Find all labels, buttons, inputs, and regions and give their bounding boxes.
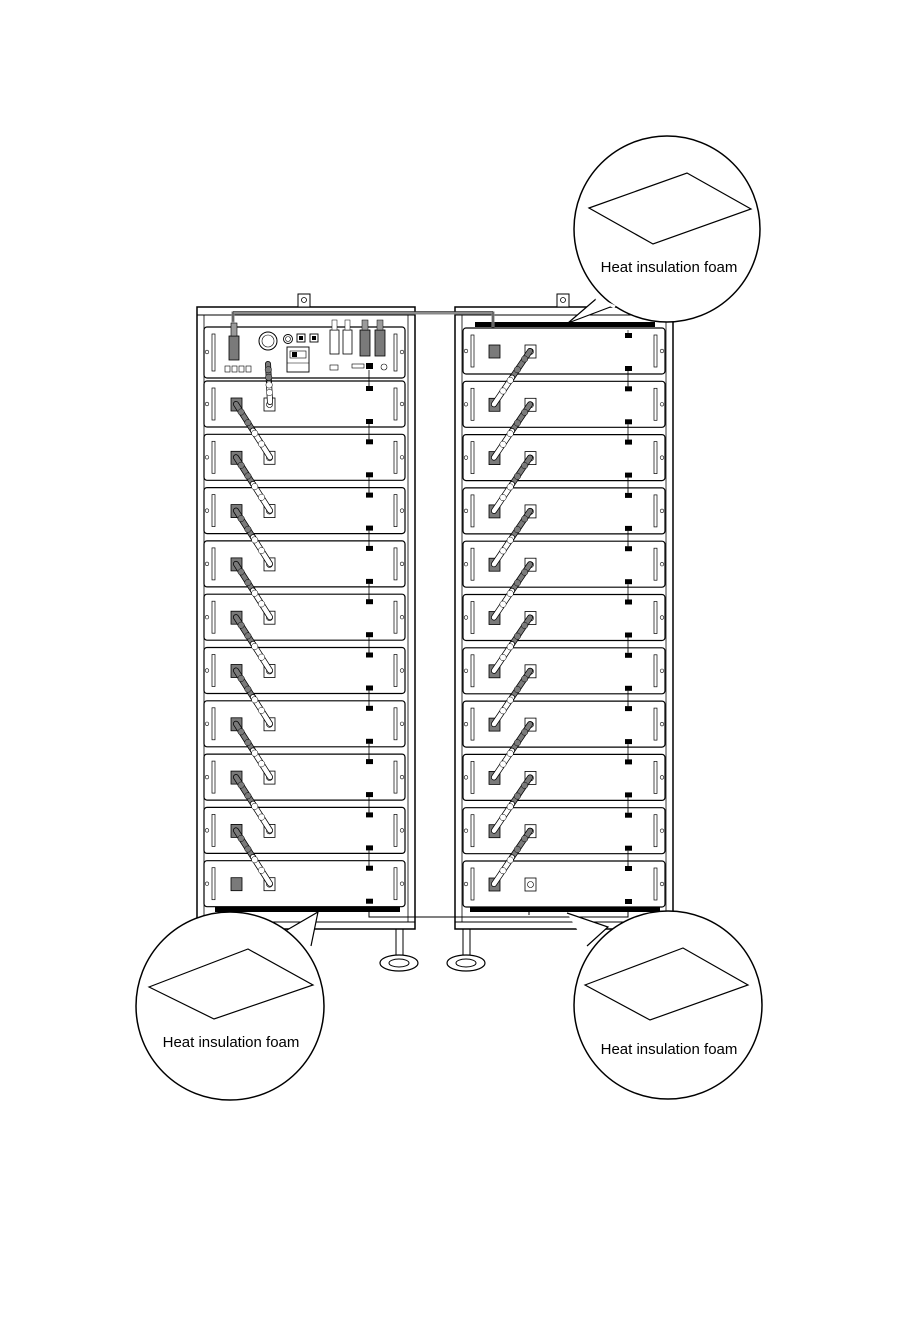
negative-terminal xyxy=(489,345,500,358)
negative-terminal xyxy=(231,878,242,891)
comm-port-in xyxy=(625,493,632,498)
comm-port-in xyxy=(366,706,373,711)
comm-port-out xyxy=(625,419,632,424)
comm-port-in xyxy=(366,386,373,391)
pcs-connector-1 xyxy=(330,330,339,354)
callout-bottom-left: Heat insulation foam xyxy=(136,912,324,1100)
comm-port-out xyxy=(366,472,373,477)
comm-port-in xyxy=(366,759,373,764)
comm-port-out xyxy=(366,526,373,531)
comm-port-in xyxy=(625,386,632,391)
comm-port-out xyxy=(366,845,373,850)
comm-port-out xyxy=(625,633,632,638)
comm-port-in xyxy=(366,866,373,871)
right-foam-strip-bottom xyxy=(470,907,660,912)
comm-port-out xyxy=(625,899,632,904)
comm-port-in xyxy=(366,653,373,658)
comm-port-out xyxy=(625,846,632,851)
comm-port-in xyxy=(625,653,632,658)
comm-port-in xyxy=(366,493,373,498)
comm-port-in xyxy=(366,439,373,444)
comm-port-out xyxy=(366,899,373,904)
comm-port-in xyxy=(625,759,632,764)
comm-port-in xyxy=(625,333,632,338)
pcs-connector-4 xyxy=(375,330,385,356)
comm-port-in xyxy=(366,546,373,551)
callout-label: Heat insulation foam xyxy=(163,1034,300,1051)
comm-port-in xyxy=(625,600,632,605)
comm-port-out xyxy=(625,473,632,478)
callout-top-right: Heat insulation foam xyxy=(568,136,760,323)
comm-port-in xyxy=(625,706,632,711)
callout-bottom-right: Heat insulation foam xyxy=(567,911,762,1099)
left-rack-foot xyxy=(380,929,418,971)
callout-label: Heat insulation foam xyxy=(601,259,738,276)
left-foam-strip xyxy=(215,907,400,912)
comm-port-out xyxy=(366,632,373,637)
comm-port-out xyxy=(625,526,632,531)
left-rack-hanger xyxy=(298,294,310,307)
comm-port-out xyxy=(625,579,632,584)
control-box-negative-terminal xyxy=(229,336,239,360)
comm-port-in xyxy=(625,546,632,551)
comm-port-out xyxy=(366,792,373,797)
comm-port-out xyxy=(366,579,373,584)
comm-port-out xyxy=(625,792,632,797)
comm-port-in xyxy=(366,812,373,817)
comm-port-out xyxy=(366,739,373,744)
battery-module xyxy=(204,861,405,907)
right-rack-hanger xyxy=(557,294,569,307)
callout-label: Heat insulation foam xyxy=(601,1041,738,1058)
right-rack-foot xyxy=(447,929,485,971)
comm-port-in xyxy=(625,866,632,871)
control-box xyxy=(204,320,405,378)
positive-terminal xyxy=(525,878,536,891)
right-battery-modules xyxy=(463,328,665,907)
battery-module xyxy=(463,328,665,374)
comm-port-out xyxy=(625,686,632,691)
comm-port-in xyxy=(366,599,373,604)
comm-port-in xyxy=(625,813,632,818)
right-foam-strip-top xyxy=(475,322,655,327)
pcs-connector-2 xyxy=(343,330,352,354)
left-battery-modules xyxy=(204,364,405,907)
comm-port-out xyxy=(366,686,373,691)
comm-port-out xyxy=(366,419,373,424)
comm-port-out xyxy=(625,739,632,744)
pcs-connector-3 xyxy=(360,330,370,356)
comm-port-out xyxy=(625,366,632,371)
comm-port-in xyxy=(625,440,632,445)
